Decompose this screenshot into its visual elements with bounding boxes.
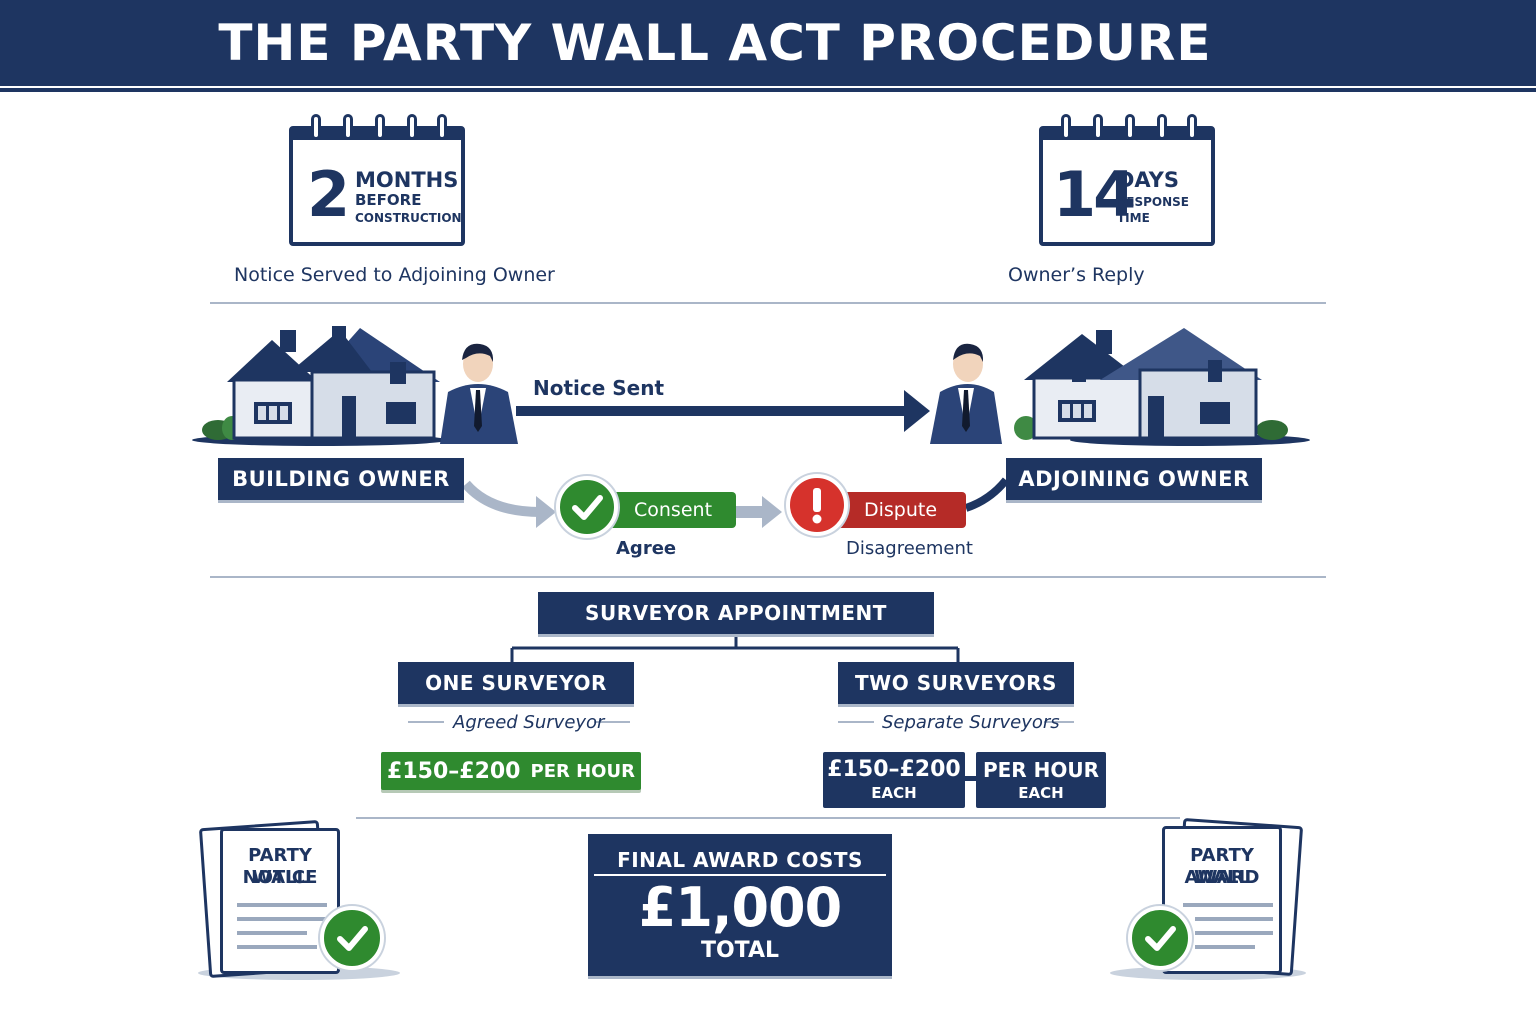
header-rule: [0, 88, 1536, 92]
one-surveyor-rate-unit: PER HOUR: [530, 760, 635, 782]
adjoining-owner-person-icon: [930, 343, 1002, 444]
adjoining-connector: [964, 477, 1010, 512]
two-surveyors-rate-unit: PER HOUR: [982, 758, 1100, 782]
notice-doc-title-line1: PARTY WALL: [248, 845, 312, 888]
consent-label: Consent: [634, 499, 713, 521]
award-check-icon: [1128, 906, 1192, 970]
reply-period-line1: RESPONSE: [1117, 195, 1189, 209]
two-surveyors-rate-unit-each: EACH: [1018, 784, 1064, 802]
one-surveyor-caption: Agreed Surveyor: [453, 712, 605, 733]
notice-period-line1: BEFORE: [355, 191, 422, 209]
adjoining-owner-label: ADJOINING OWNER: [1006, 458, 1262, 500]
notice-period-unit: MONTHS: [355, 168, 459, 192]
page-title: THE PARTY WALL ACT PROCEDURE: [218, 14, 1212, 72]
party-wall-notice-document-icon: PARTY WALL NOTICE: [220, 828, 340, 974]
notice-doc-title-line2: NOTICE: [242, 867, 318, 888]
final-award-heading: FINAL AWARD COSTS: [617, 848, 863, 872]
notice-sent-label: Notice Sent: [533, 376, 665, 400]
notice-caption: Notice Served to Adjoining Owner: [234, 264, 555, 286]
notice-arrow-icon: [516, 390, 930, 432]
award-doc-title-line1: PARTY WALL: [1190, 845, 1254, 888]
two-surveyors-label: TWO SURVEYORS: [838, 662, 1074, 704]
notice-check-icon: [320, 906, 384, 970]
two-surveyors-rate-amount-box: £150–£200 EACH: [823, 752, 965, 808]
two-surveyors-caption: Separate Surveyors: [882, 712, 1060, 733]
dispute-caption: Disagreement: [846, 538, 973, 559]
building-owner-house-icon: [227, 326, 440, 440]
final-award-box: FINAL AWARD COSTS £1,000 TOTAL: [588, 834, 892, 976]
final-award-rule: [594, 874, 886, 876]
one-surveyor-rate-amount: £150–£200: [387, 758, 521, 784]
building-owner-person-icon: [440, 343, 518, 444]
reply-caption: Owner’s Reply: [1008, 264, 1145, 286]
two-surveyors-rate-unit-box: PER HOUR EACH: [976, 752, 1106, 808]
award-doc-title-line2: AWARD: [1184, 867, 1260, 888]
rate-separator: [964, 776, 978, 781]
notice-period-number: 2: [307, 158, 350, 231]
section-divider: [210, 302, 1326, 304]
final-award-amount: £1,000: [638, 876, 842, 939]
surveyor-appointment-heading: SURVEYOR APPOINTMENT: [538, 592, 934, 634]
final-award-total-label: TOTAL: [700, 938, 780, 963]
consent-connector: [462, 480, 541, 517]
consent-caption: Agree: [616, 538, 677, 559]
notice-period-line2: CONSTRUCTION: [355, 211, 462, 225]
dispute-connector: [736, 506, 766, 518]
reply-calendar-icon: 14 DAYS RESPONSE TIME: [1039, 114, 1215, 246]
reply-period-line2: TIME: [1117, 211, 1150, 225]
section-divider: [210, 576, 1326, 578]
dispute-pill: Dispute: [824, 492, 966, 528]
reply-period-unit: DAYS: [1117, 168, 1180, 192]
surveyor-tree-lines: [510, 634, 960, 662]
one-surveyor-label: ONE SURVEYOR: [398, 662, 634, 704]
dispute-label: Dispute: [864, 499, 938, 521]
building-owner-label: BUILDING OWNER: [218, 458, 464, 500]
reply-period-number: 14: [1053, 158, 1136, 231]
notice-calendar-icon: 2 MONTHS BEFORE CONSTRUCTION: [289, 114, 465, 246]
exclamation-icon: [786, 474, 848, 536]
header-bar: [0, 0, 1536, 86]
two-surveyors-rate-each: EACH: [871, 784, 917, 802]
one-surveyor-rate: £150–£200 PER HOUR: [381, 752, 641, 790]
adjoining-owner-house-icon: [1024, 328, 1262, 440]
right-bush-icon: [1256, 420, 1288, 440]
check-icon: [556, 476, 618, 538]
two-surveyors-rate-amount: £150–£200: [827, 757, 961, 782]
